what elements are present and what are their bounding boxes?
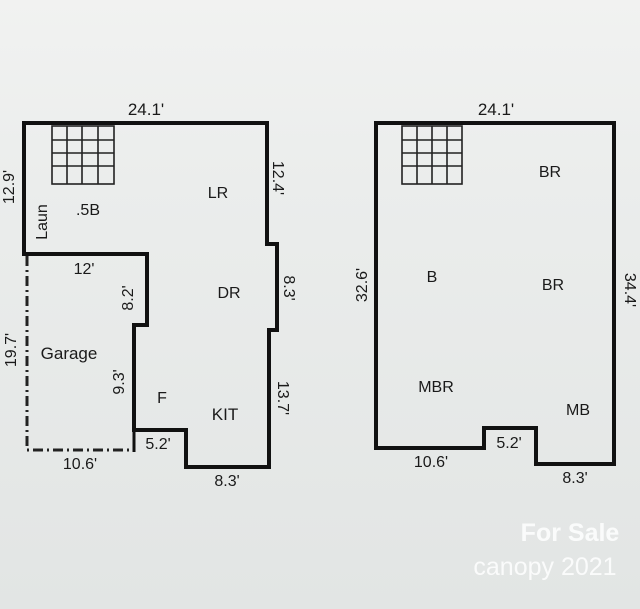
room-living-room-label: LR: [208, 185, 228, 202]
floor-2-left-dimension: 32.6': [354, 268, 371, 302]
watermark-for-sale: For Sale: [521, 519, 620, 547]
room-half-bath-label: .5B: [76, 202, 100, 219]
floor-1-plan: 24.1' 12.9' 12.4' 8.3' 13.7' 12' 19.7' 1…: [1, 100, 297, 490]
floor-1-right-mid-dimension: 8.3': [280, 275, 297, 300]
garage-top-dimension: 12': [74, 261, 95, 278]
room-f-label: F: [157, 390, 167, 407]
inner-upper-dimension: 8.2': [120, 285, 137, 310]
floor-1-right-lower-dimension: 13.7': [274, 381, 291, 415]
room-bedroom-mid-label: BR: [542, 277, 564, 294]
room-bath-label: B: [427, 269, 438, 286]
room-master-bedroom-label: MBR: [418, 379, 454, 396]
room-garage-label: Garage: [41, 344, 98, 363]
floor-2-outline: [374, 121, 616, 466]
floor-1-stairs: [51, 125, 115, 185]
floor-1-step-dimension: 5.2': [145, 436, 170, 453]
floor-1-right-upper-dimension: 12.4': [269, 161, 286, 195]
floor-2-bottom-left-dimension: 10.6': [414, 454, 448, 471]
floor-2-bottom-right-dimension: 8.3': [562, 470, 587, 487]
floor-2-right-dimension: 34.4': [621, 273, 638, 307]
floor-2-top-dimension: 24.1': [478, 100, 514, 119]
garage-bottom-dimension: 10.6': [63, 456, 97, 473]
room-bedroom-top-label: BR: [539, 164, 561, 181]
room-dining-room-label: DR: [217, 285, 240, 302]
floor-1-outline: [22, 121, 279, 469]
watermark: For Sale canopy 2021: [473, 519, 619, 581]
floor-1-left-upper-dimension: 12.9': [1, 170, 18, 204]
floor-2-notch-dimension: 5.2': [496, 435, 521, 452]
floor-1-bottom-dimension: 8.3': [214, 473, 239, 490]
floor-2-stairs: [401, 125, 463, 185]
room-laundry-label: Laun: [34, 204, 51, 240]
watermark-brand: canopy 2021: [473, 553, 616, 581]
garage-outline-dashed: [25, 256, 134, 452]
floor-2-plan: 24.1' 32.6' 34.4' 10.6' 5.2' 8.3' BR B B…: [354, 100, 638, 487]
room-kitchen-label: KIT: [212, 405, 238, 424]
garage-left-dimension: 19.7': [3, 333, 20, 367]
inner-lower-dimension: 9.3': [111, 369, 128, 394]
room-master-bath-label: MB: [566, 402, 590, 419]
floor-1-top-dimension: 24.1': [128, 100, 164, 119]
